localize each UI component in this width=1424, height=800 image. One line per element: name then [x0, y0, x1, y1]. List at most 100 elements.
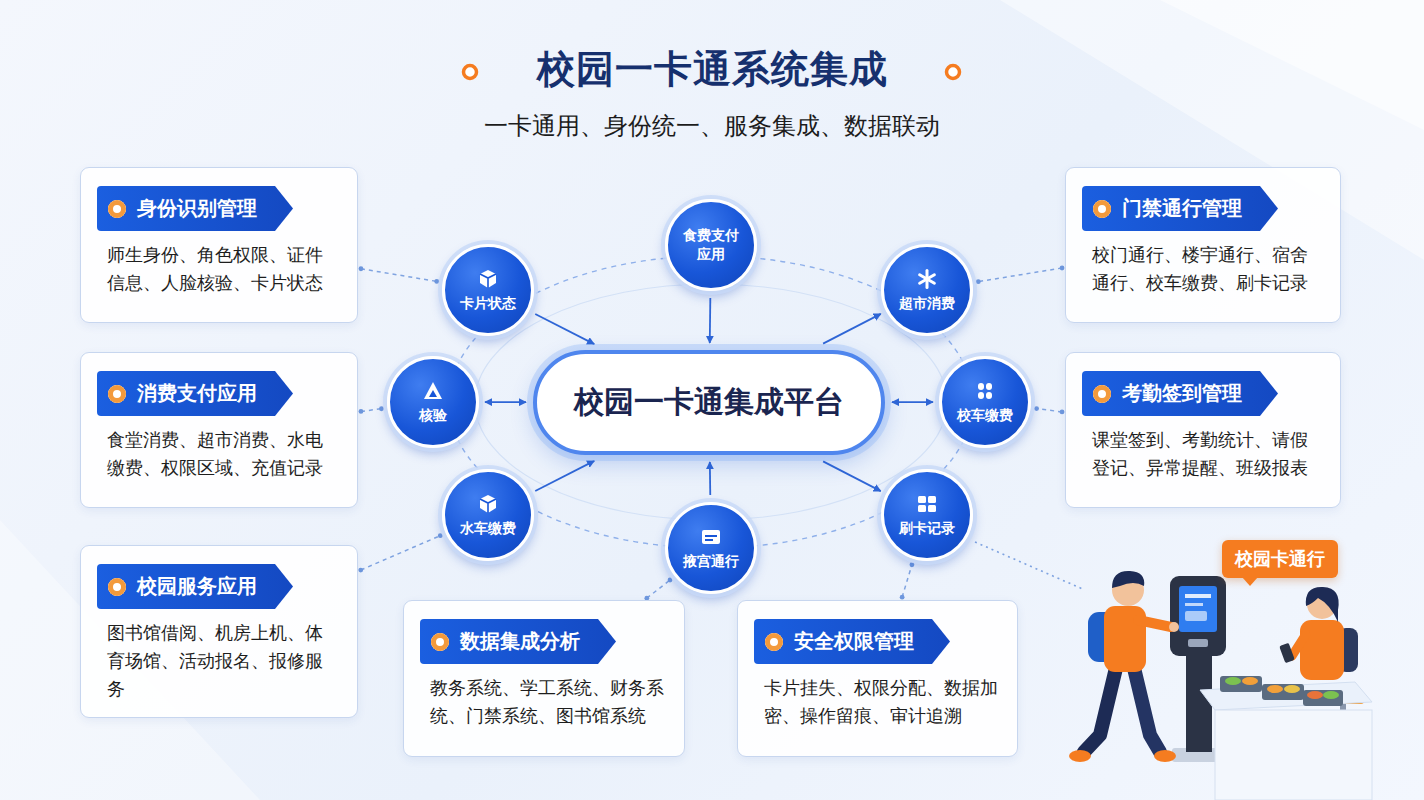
dashed-link [361, 269, 437, 282]
canteen-table-illustration-part [1303, 690, 1343, 706]
circle-icon-part [702, 530, 720, 544]
dashed-link [1037, 409, 1062, 412]
function-circle: 水车缴费 [442, 469, 534, 561]
circle-icon-part [480, 274, 496, 288]
flow-arrow [892, 401, 933, 403]
canteen-table-illustration-part [1262, 684, 1304, 700]
circle-icon-part [429, 390, 437, 397]
card-heading: 身份识别管理 [97, 186, 293, 231]
student-girl-illustration-part [1279, 643, 1295, 663]
node-label: 校园一卡通集成平台 [574, 382, 844, 423]
circle-icon-part [928, 496, 936, 503]
function-circle: 超市消费 [881, 244, 973, 336]
card-body: 图书馆借阅、机房上机、体育场馆、活动报名、报修服务 [81, 609, 357, 717]
orbit-rings-part [475, 284, 947, 520]
kiosk-illustration-part [1179, 586, 1217, 632]
node-label: 核验 [400, 406, 466, 425]
circle-icon [974, 380, 996, 402]
function-circle: 卡片状态 [442, 244, 534, 336]
card-heading: 门禁通行管理 [1082, 186, 1278, 231]
canteen-table-illustration-part [1307, 691, 1323, 699]
background-shapes-part [1000, 0, 1424, 260]
dashed-link [361, 536, 441, 570]
circle-icon-part [918, 272, 937, 285]
card-heading: 安全权限管理 [754, 619, 950, 664]
student-boy-illustration-part [1112, 571, 1144, 588]
kiosk-illustration-part [1188, 639, 1208, 647]
circle-icon-part [918, 272, 937, 285]
node-label: 刷卡记录 [894, 519, 960, 538]
platform-hub: 校园一卡通集成平台 [533, 350, 885, 455]
function-circle: 食费支付应用 [665, 199, 757, 291]
circle-icon [916, 493, 938, 515]
module-card: 校园服务应用图书馆借阅、机房上机、体育场馆、活动报名、报修服务 [80, 545, 358, 718]
title-decor-part [967, 71, 1395, 73]
card-body: 食堂消费、超市消费、水电缴费、权限区域、充值记录 [81, 416, 357, 496]
circle-icon-part [928, 505, 936, 512]
canteen-table-illustration-part [1220, 676, 1262, 692]
student-boy-illustration-part [1134, 668, 1160, 752]
circle-icon-part [480, 270, 496, 288]
canteen-table-illustration [1200, 676, 1372, 800]
circle-icon-part [424, 382, 442, 399]
function-circle: 核验 [387, 356, 479, 448]
kiosk-illustration-part [1170, 576, 1226, 656]
circle-icon-part [918, 496, 926, 503]
student-girl-illustration-part [1300, 620, 1344, 680]
student-boy-illustration-part [1084, 668, 1116, 752]
circle-icon-part [480, 499, 496, 513]
flow-arrow [535, 461, 594, 491]
subtitle-label: 一卡通用、身份统一、服务集成、数据联动 [484, 110, 940, 142]
canteen-table-illustration-part [1284, 685, 1300, 693]
title-decor-part [947, 66, 960, 79]
background-shapes-part [1160, 0, 1424, 130]
card-heading: 消费支付应用 [97, 371, 293, 416]
canteen-table-illustration-part [1242, 677, 1258, 685]
card-body: 教务系统、学工系统、财务系统、门禁系统、图书馆系统 [404, 664, 684, 744]
flow-arrow [823, 461, 881, 491]
module-card: 身份识别管理师生身份、角色权限、证件信息、人脸核验、卡片状态 [80, 167, 358, 323]
student-girl-illustration [1279, 587, 1358, 680]
circle-icon [422, 380, 444, 402]
card-heading: 校园服务应用 [97, 564, 293, 609]
node-label: 校车缴费 [952, 406, 1018, 425]
circle-icon-part [480, 495, 496, 513]
module-card: 消费支付应用食堂消费、超市消费、水电缴费、权限区域、充值记录 [80, 352, 358, 508]
flow-arrow [709, 462, 711, 495]
circle-icon-part [978, 383, 984, 390]
kiosk-illustration-part [1185, 611, 1207, 621]
canteen-table-illustration-part [1215, 710, 1372, 800]
kiosk-illustration-part [1185, 603, 1203, 606]
node-label: 卡片状态 [455, 294, 521, 313]
node-label: 校园卡通行 [1225, 547, 1335, 571]
circle-icon [916, 268, 938, 290]
function-circle: 刷卡记录 [881, 469, 973, 561]
node-label: 超市消费 [894, 294, 960, 313]
dashed-link [647, 580, 670, 598]
circle-icon-part [705, 539, 713, 541]
node-label: 掖宫通行 [678, 552, 744, 571]
circle-icon-part [986, 383, 992, 390]
node-label: 食费支付应用 [678, 226, 744, 264]
module-card: 安全权限管理卡片挂失、权限分配、数据加密、操作留痕、审计追溯 [737, 600, 1018, 757]
node-label: 水车缴费 [455, 519, 521, 538]
canteen-table-illustration-part [1225, 677, 1241, 685]
circle-icon-part [978, 392, 984, 399]
module-card: 门禁通行管理校门通行、楼宇通行、宿舍通行、校车缴费、刷卡记录 [1065, 167, 1341, 323]
student-boy-illustration [1069, 571, 1179, 762]
speech-bubble: 校园卡通行 [1222, 540, 1338, 578]
circle-icon [700, 526, 722, 548]
card-heading: 考勤签到管理 [1082, 371, 1278, 416]
card-body: 卡片挂失、权限分配、数据加密、操作留痕、审计追溯 [738, 664, 1017, 744]
title-decor-part [464, 66, 477, 79]
module-card: 数据集成分析教务系统、学工系统、财务系统、门禁系统、图书馆系统 [403, 600, 685, 757]
flow-arrow [535, 314, 594, 344]
circle-icon-part [705, 535, 717, 537]
student-boy-illustration-part [1169, 622, 1179, 632]
circle-icon-part [986, 392, 992, 399]
dashed-link [361, 409, 381, 412]
title-decor-part [30, 71, 456, 73]
dashed-link [902, 565, 912, 597]
function-circle: 校车缴费 [939, 356, 1031, 448]
card-body: 课堂签到、考勤统计、请假登记、异常提醒、班级报表 [1066, 416, 1340, 496]
